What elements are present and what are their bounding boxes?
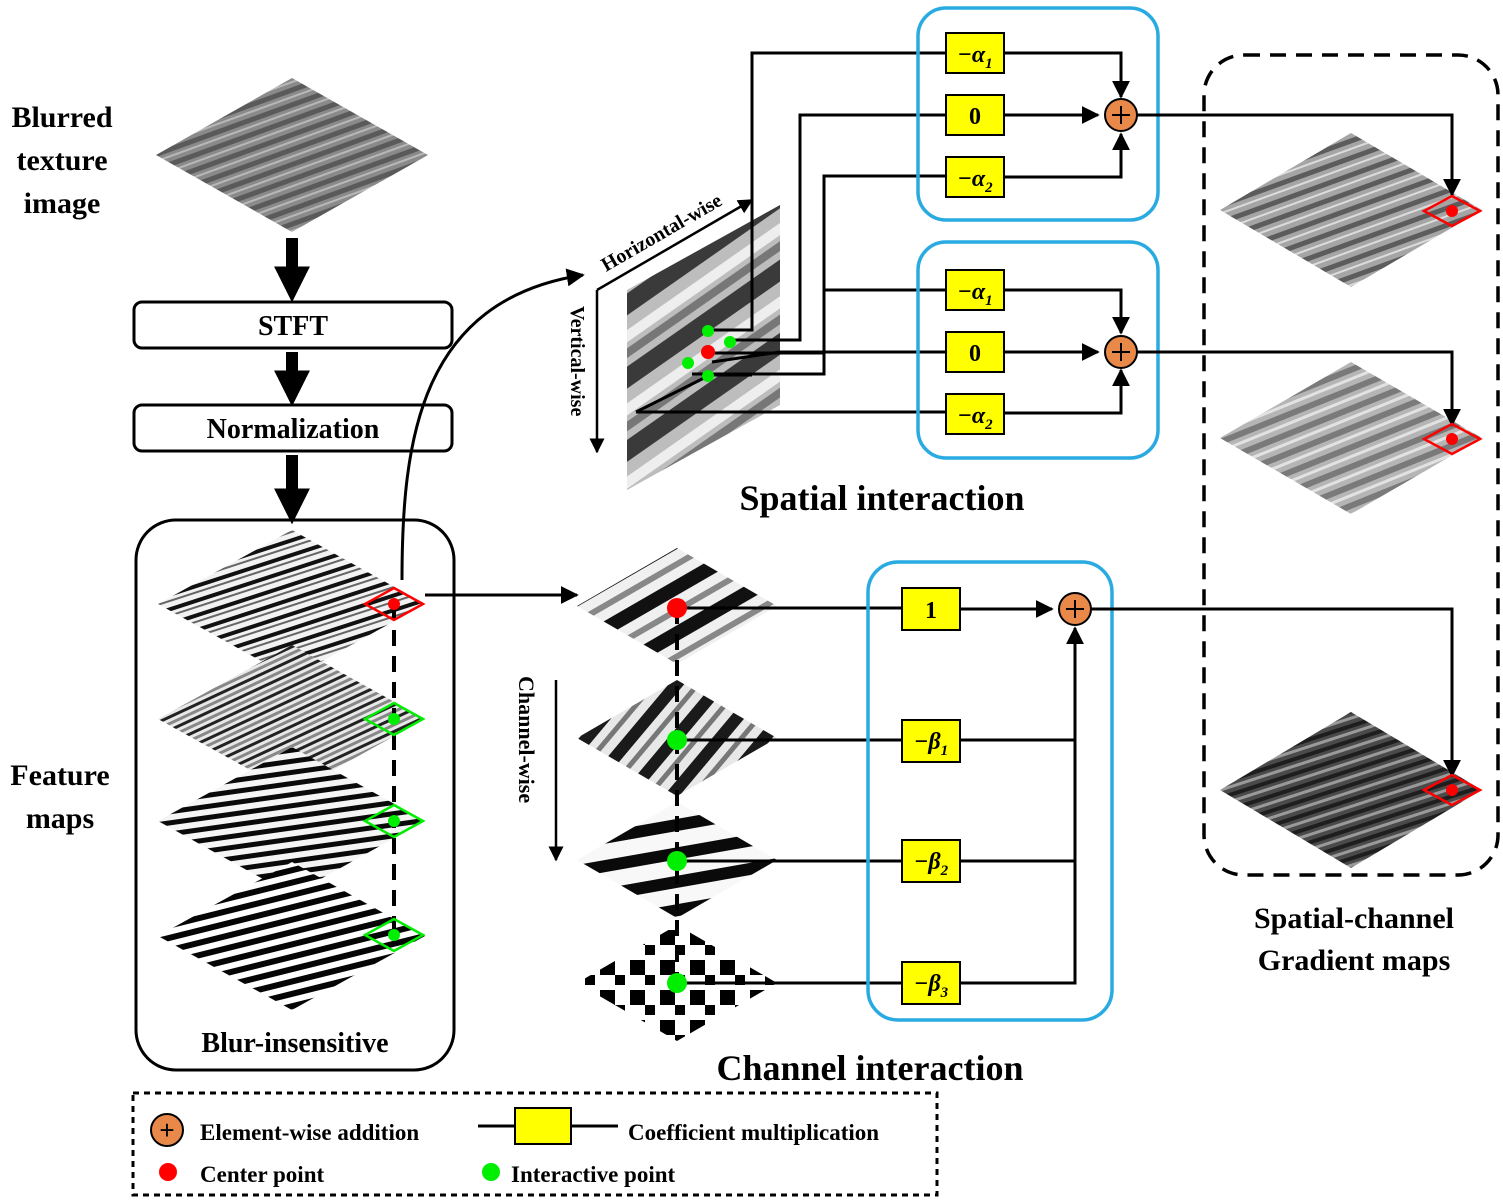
- channel-wise-label: Channel-wise: [514, 676, 539, 803]
- svg-text:−α1: −α1: [957, 42, 992, 72]
- blurred-label-line1: Blurred: [11, 101, 112, 134]
- horizontal-wise-axis: [596, 198, 754, 292]
- stft-box: STFT: [132, 300, 454, 350]
- gradient-map-1: [1220, 133, 1482, 287]
- zoom-interactive-point-right: [724, 336, 736, 348]
- legend-interactive-label: Interactive point: [511, 1162, 676, 1187]
- feature-interactive-marker-2: [362, 803, 426, 839]
- normalization-label: Normalization: [207, 414, 380, 445]
- feature-interactive-marker-1: [362, 701, 426, 737]
- spatial-group-vertical: [916, 240, 1160, 460]
- coef-neg-alpha2-v: −α2: [945, 393, 1005, 435]
- svg-text:0: 0: [969, 341, 981, 367]
- channel-interaction-label: Channel interaction: [716, 1048, 1023, 1088]
- arrow-features-to-spatial: [400, 268, 585, 581]
- legend-addition-icon: +: [150, 1113, 184, 1147]
- gradient-map-3: [1220, 712, 1482, 868]
- coef-one: 1: [901, 587, 961, 631]
- svg-text:+: +: [159, 1115, 174, 1145]
- feature-interactive-marker-3: [362, 917, 426, 953]
- legend-interactive-point-icon: [482, 1163, 500, 1181]
- channel-interactive-point-1: [667, 730, 687, 750]
- blurred-texture-label: Blurred texture image: [11, 101, 112, 220]
- coef-neg-alpha1-v: −α1: [945, 269, 1005, 311]
- channel-adder-lines: [960, 600, 1084, 985]
- feature-maps-label: Feature maps: [10, 759, 109, 835]
- feature-label-line1: Feature: [10, 759, 109, 792]
- svg-text:1: 1: [925, 598, 937, 624]
- coef-neg-alpha2-h: −α2: [945, 156, 1005, 198]
- feature-map-2: [158, 645, 425, 793]
- blurred-texture-image: [156, 78, 428, 232]
- feature-map-1: [158, 530, 425, 678]
- gradient-center-marker-3: [1421, 773, 1483, 807]
- gradient-output-lines: [1091, 113, 1461, 778]
- coef-zero-v: 0: [945, 331, 1005, 373]
- channel-connections: [677, 606, 902, 985]
- svg-text:0: 0: [969, 104, 981, 130]
- spatial-h-adder-lines: [1004, 51, 1130, 179]
- svg-text:−α2: −α2: [957, 166, 993, 196]
- feature-map-4: [158, 862, 425, 1010]
- legend-coefficient-icon: [478, 1107, 618, 1145]
- blurred-label-line3: image: [24, 187, 101, 220]
- channel-center-point: [667, 598, 687, 618]
- channel-group: [866, 560, 1114, 1022]
- coef-neg-beta1: −β1: [901, 719, 961, 763]
- svg-text:−β3: −β3: [914, 971, 949, 1001]
- feature-center-marker: [362, 586, 426, 622]
- svg-text:−β2: −β2: [914, 849, 949, 879]
- channel-interactive-point-3: [667, 973, 687, 993]
- zoom-interactive-point-bottom: [702, 370, 714, 382]
- spatial-v-adder-lines: [1004, 288, 1130, 415]
- feature-map-3: [158, 747, 425, 895]
- svg-text:−α2: −α2: [957, 403, 993, 433]
- vertical-wise-label: Vertical-wise: [566, 306, 588, 416]
- legend-coefficient-label: Coefficient multiplication: [628, 1120, 879, 1145]
- legend-center-point-icon: [159, 1163, 177, 1181]
- coef-neg-alpha1-h: −α1: [945, 32, 1005, 74]
- spatial-interaction-label: Spatial interaction: [740, 478, 1025, 518]
- blur-insensitive-group: [134, 518, 456, 1072]
- channel-interactive-point-2: [667, 851, 687, 871]
- legend-addition-label: Element-wise addition: [200, 1120, 419, 1145]
- blurred-label-line2: texture: [16, 144, 107, 177]
- feature-label-line2: maps: [26, 802, 94, 835]
- gradient-center-marker-1: [1421, 194, 1483, 228]
- adder-channel: [1058, 592, 1092, 626]
- zoom-interactive-point-top: [702, 325, 714, 337]
- coef-neg-beta3: −β3: [901, 961, 961, 1005]
- normalization-box: Normalization: [132, 403, 454, 453]
- gradient-label-line2: Gradient maps: [1258, 944, 1451, 977]
- stft-label: STFT: [258, 311, 328, 342]
- gradient-maps-group: [1202, 53, 1500, 877]
- gradient-center-marker-2: [1421, 422, 1483, 456]
- zoom-center-point: [701, 345, 715, 359]
- svg-text:−β1: −β1: [914, 729, 948, 759]
- blur-insensitive-label: Blur-insensitive: [201, 1028, 388, 1059]
- svg-text:−α1: −α1: [957, 279, 992, 309]
- gradient-map-2: [1220, 362, 1482, 514]
- coef-zero-h: 0: [945, 94, 1005, 136]
- legend-box: [131, 1091, 939, 1197]
- legend-center-label: Center point: [200, 1162, 324, 1187]
- adder-spatial-vertical: [1104, 335, 1138, 369]
- adder-spatial-horizontal: [1104, 98, 1138, 132]
- gradient-label-line1: Spatial-channel: [1254, 902, 1454, 935]
- coef-neg-beta2: −β2: [901, 839, 961, 883]
- zoom-interactive-point-left: [682, 357, 694, 369]
